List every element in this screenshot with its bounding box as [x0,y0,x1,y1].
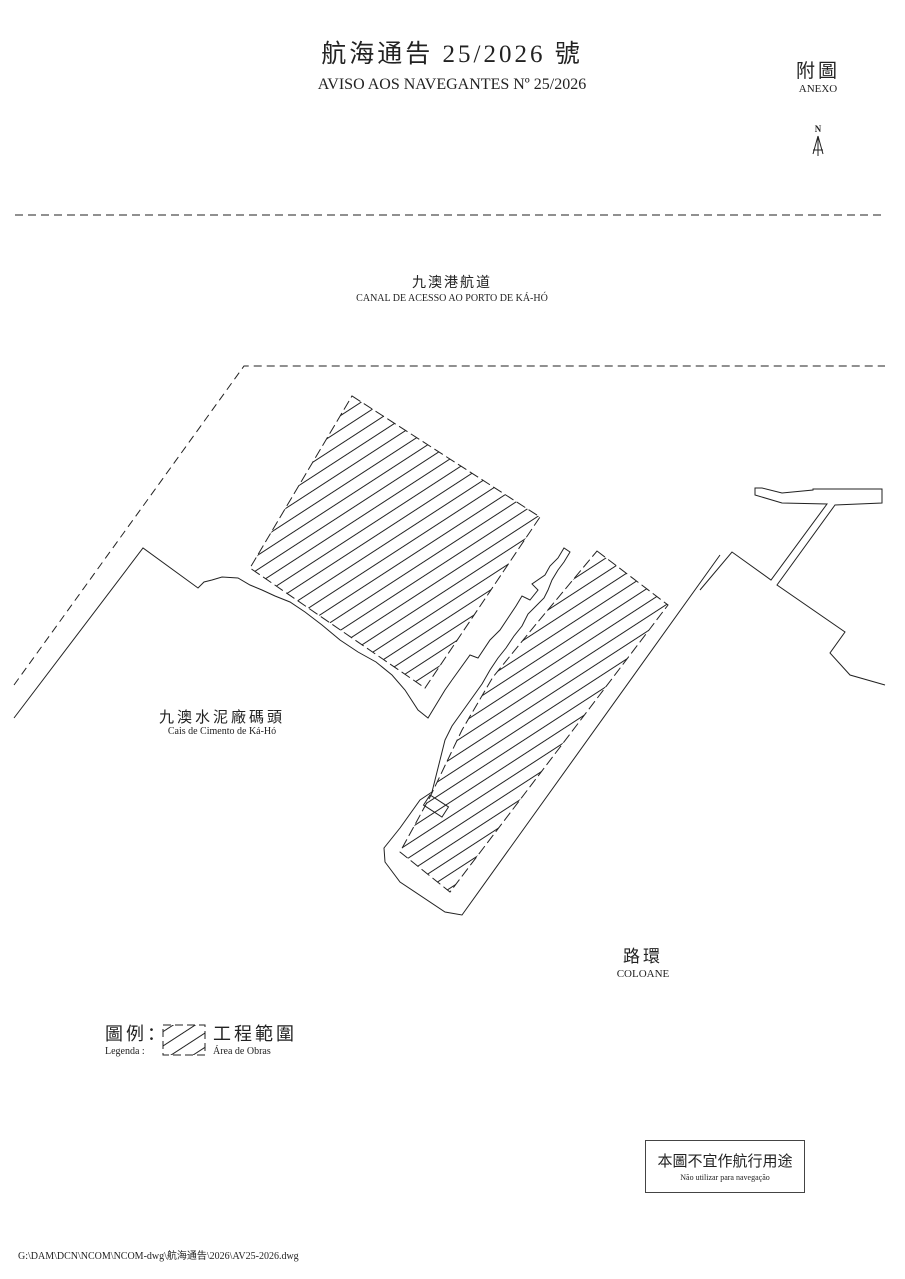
pier-label-portuguese: Cais de Cimento de Ká-Hó [167,726,277,737]
work-area-north [249,395,541,689]
title-portuguese: AVISO AOS NAVEGANTES Nº 25/2026 [317,76,587,93]
north-label: N [814,124,822,134]
channel-label-chinese: 九澳港航道 [412,276,492,291]
legend-title-portuguese: Legenda : [105,1046,145,1057]
island-label-chinese: 路環 [623,947,663,966]
coloane-east-coastline [699,487,886,686]
island-label-portuguese: COLOANE [616,968,670,980]
channel-boundary-dashed [13,365,885,686]
annex-label-chinese: 附圖 [795,61,841,82]
legend-item-portuguese: Área de Obras [213,1046,271,1057]
north-arrow-icon [812,135,824,156]
pier-label-chinese: 九澳水泥廠碼頭 [158,710,286,726]
jetty-outline [439,547,571,761]
notice-chinese: 本圖不宜作航行用途 [657,1152,793,1170]
work-area-south [399,550,669,893]
title-chinese: 航海通告 25/2026 號 [321,41,583,68]
coloane-coastline [383,554,721,916]
notice-portuguese: Não utilizar para navegação [680,1173,770,1182]
file-path: G:\DAM\DCN\NCOM\NCOM-dwg\航海通告\2026\AV25-… [18,1251,299,1262]
annex-label-portuguese: ANEXO [798,83,838,95]
channel-label-portuguese: CANAL DE ACESSO AO PORTO DE KÁ-HÓ [356,293,548,304]
not-for-navigation-notice: 本圖不宜作航行用途 Não utilizar para navegação [645,1140,805,1193]
kaho-coastline [13,547,453,719]
legend-hatch-swatch [162,1024,206,1056]
legend: 圖例： 工程範圍 Legenda : Área de Obras [105,1020,297,1057]
legend-item-chinese: 工程範圍 [213,1024,297,1044]
legend-title-chinese: 圖例： [105,1024,168,1044]
